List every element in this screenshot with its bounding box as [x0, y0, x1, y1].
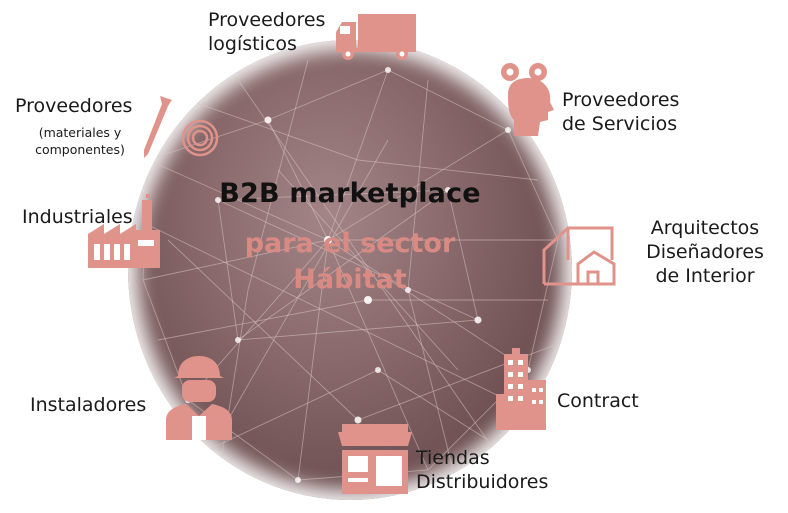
shop-icon — [338, 424, 412, 494]
node-installers-label: Instaladores — [30, 393, 146, 417]
node-architects-line3: de Interior — [655, 265, 755, 287]
node-logistics-line1: Proveedores — [208, 9, 326, 31]
node-contract-label: Contract — [557, 389, 639, 413]
node-shops-label: Tiendas Distribuidores — [416, 446, 548, 494]
center-subtitle-line2: Hábitat — [293, 264, 407, 295]
node-services-line1: Proveedores — [562, 89, 680, 111]
buildings-icon — [496, 348, 546, 430]
node-shops-line1: Tiendas — [416, 447, 490, 469]
factory-icon — [88, 194, 160, 268]
worker-icon — [166, 356, 232, 440]
node-architects-line2: Diseñadores — [646, 241, 764, 263]
node-logistics-line2: logísticos — [208, 33, 297, 55]
center-title: B2B marketplace — [219, 178, 481, 209]
node-installers-line1: Instaladores — [30, 394, 147, 416]
node-materials-line2: (materiales y — [38, 125, 122, 140]
node-industrial-label: Industriales — [22, 205, 133, 229]
node-industrial-line1: Industriales — [22, 206, 133, 228]
node-services-label: Proveedores de Servicios — [562, 88, 679, 136]
node-services-line2: de Servicios — [562, 113, 678, 135]
center-subtitle: para el sector Hábitat — [200, 226, 500, 298]
node-materials-label: Proveedores — [15, 94, 132, 118]
person-gears-icon — [501, 63, 554, 136]
screw-icon — [144, 96, 219, 158]
node-logistics-label: Proveedores logísticos — [208, 8, 325, 56]
node-architects-line1: Arquitectos — [650, 217, 760, 239]
node-architects-label: Arquitectos Diseñadores de Interior — [642, 216, 768, 288]
house-plan-icon — [542, 226, 616, 286]
node-contract-line1: Contract — [557, 390, 639, 412]
node-materials-line1: Proveedores — [15, 95, 133, 117]
node-shops-line2: Distribuidores — [416, 471, 549, 493]
truck-icon — [336, 14, 416, 60]
node-materials-line3: componentes) — [35, 142, 125, 157]
node-materials-sublabel: (materiales y componentes) — [30, 124, 130, 158]
center-subtitle-line1: para el sector — [244, 228, 456, 259]
